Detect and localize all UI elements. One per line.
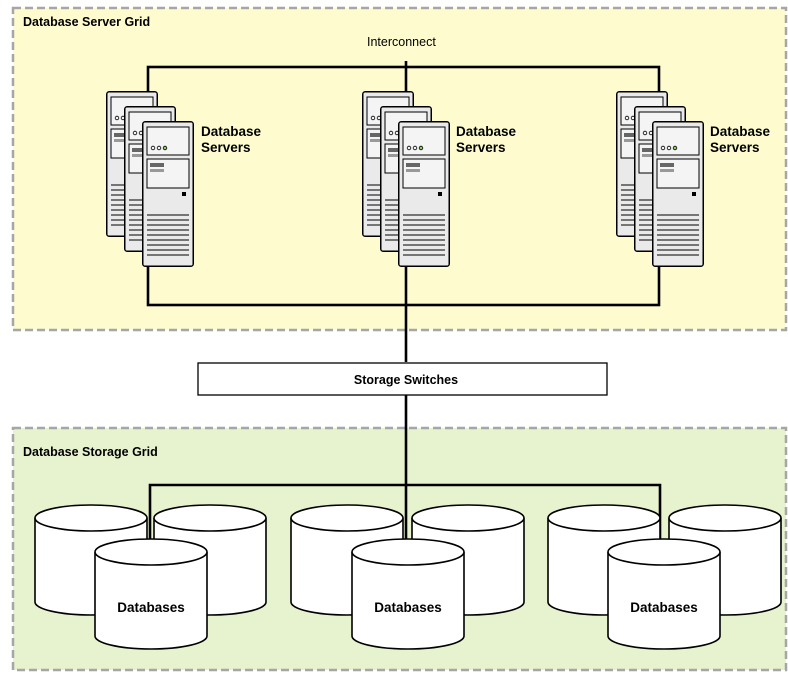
server-group-1-label-line1: Database <box>201 124 262 139</box>
database-cylinder-icon <box>94 538 208 650</box>
server-tower-icon <box>142 121 194 267</box>
server-group-2-label-line1: Database <box>456 124 517 139</box>
storage-switches-box <box>197 362 608 396</box>
server-grid-title: Database Server Grid <box>23 15 150 29</box>
storage-grid-title: Database Storage Grid <box>23 445 158 459</box>
db-group-3-label: Databases <box>630 600 698 615</box>
server-tower-icon <box>652 121 704 267</box>
interconnect-label: Interconnect <box>367 35 436 49</box>
server-group-3-label-line2: Servers <box>710 140 760 155</box>
storage-switches-label: Storage Switches <box>354 373 458 387</box>
database-cylinder-icon <box>351 538 465 650</box>
server-tower-icon <box>398 121 450 267</box>
db-group-1-label: Databases <box>117 600 185 615</box>
server-group-2-label-line2: Servers <box>456 140 506 155</box>
database-cylinder-icon <box>607 538 721 650</box>
server-group-1-label-line2: Servers <box>201 140 251 155</box>
server-group-3-label-line1: Database <box>710 124 771 139</box>
db-group-2-label: Databases <box>374 600 442 615</box>
